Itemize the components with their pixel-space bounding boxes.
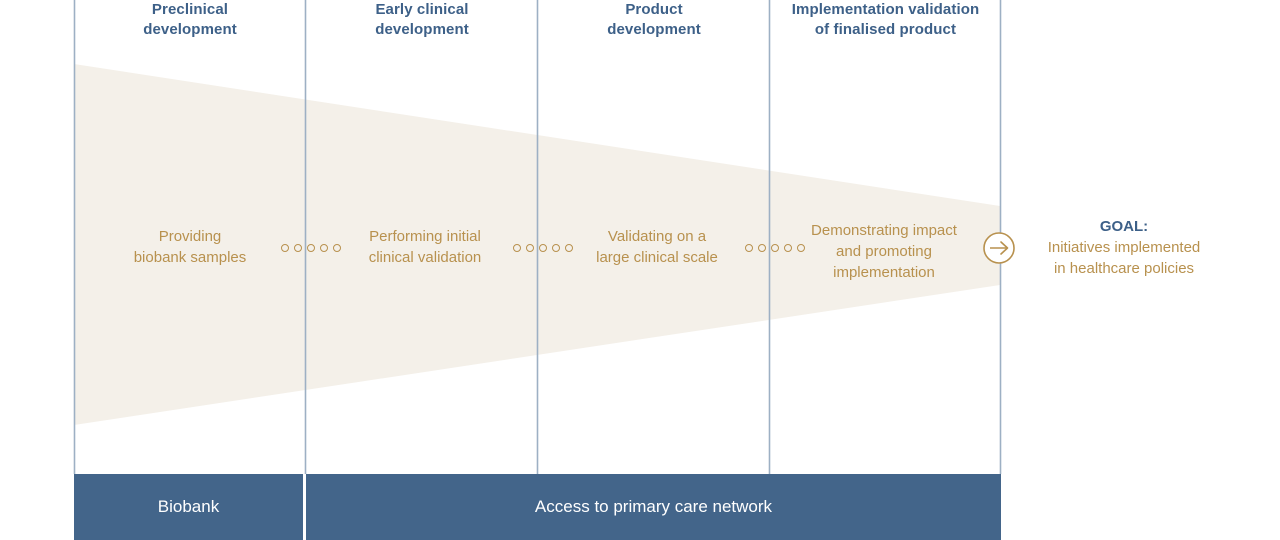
stage-line-2: large clinical scale [596,249,718,266]
stage-text-preclinical-development: Providing biobank samples [95,226,285,268]
dot [294,244,302,252]
stage-line-1: Validating on a [607,228,707,245]
bottom-bar-primary-care: Access to primary care network [306,474,1001,540]
stage-line-3: implementation [833,264,935,281]
stage-line-2: clinical validation [368,249,482,266]
bottom-bar-label: Access to primary care network [534,497,773,516]
header-line-2: of finalised product [814,21,957,38]
goal-block: GOAL: Initiatives implemented in healthc… [1030,216,1218,279]
dot [333,244,341,252]
header-line-1: Product [625,1,683,18]
dot-separator-2 [513,243,573,253]
stage-line-2: and promoting [836,243,932,260]
dot [758,244,766,252]
dot [565,244,573,252]
stage-line-2: biobank samples [133,249,247,266]
dot [526,244,534,252]
column-header-implementation-validation: Implementation validation of finalised p… [771,0,1000,40]
dot [320,244,328,252]
dot [784,244,792,252]
dot [552,244,560,252]
goal-line-1: Initiatives implemented [1047,239,1201,256]
header-line-2: development [375,21,469,38]
dot [307,244,315,252]
dot [745,244,753,252]
column-header-preclinical-development: Preclinical development [75,0,305,40]
header-line-2: development [143,21,237,38]
header-line-2: development [607,21,701,38]
goal-label: GOAL: [1099,218,1149,235]
stage-line-1: Demonstrating impact [811,222,957,239]
bottom-bar-biobank: Biobank [74,474,303,540]
column-header-product-development: Product development [539,0,769,40]
stage-text-implementation-validation: Demonstrating impact and promoting imple… [789,220,979,283]
arrow-right-circle-icon [983,232,1015,264]
bottom-bar-label: Biobank [157,497,220,516]
dot [539,244,547,252]
dot-separator-1 [281,243,341,253]
header-line-1: Implementation validation [791,1,980,18]
dot [797,244,805,252]
dot-separator-3 [745,243,805,253]
stage-line-1: Providing [158,228,222,245]
dot [771,244,779,252]
column-header-early-clinical-development: Early clinical development [307,0,537,40]
header-line-1: Early clinical [375,1,469,18]
dot [513,244,521,252]
stage-text-product-development: Validating on a large clinical scale [562,226,752,268]
stage-line-1: Performing initial [369,228,481,245]
dot [281,244,289,252]
goal-line-2: in healthcare policies [1053,260,1195,277]
stage-text-early-clinical-development: Performing initial clinical validation [330,226,520,268]
header-line-1: Preclinical [151,1,229,18]
